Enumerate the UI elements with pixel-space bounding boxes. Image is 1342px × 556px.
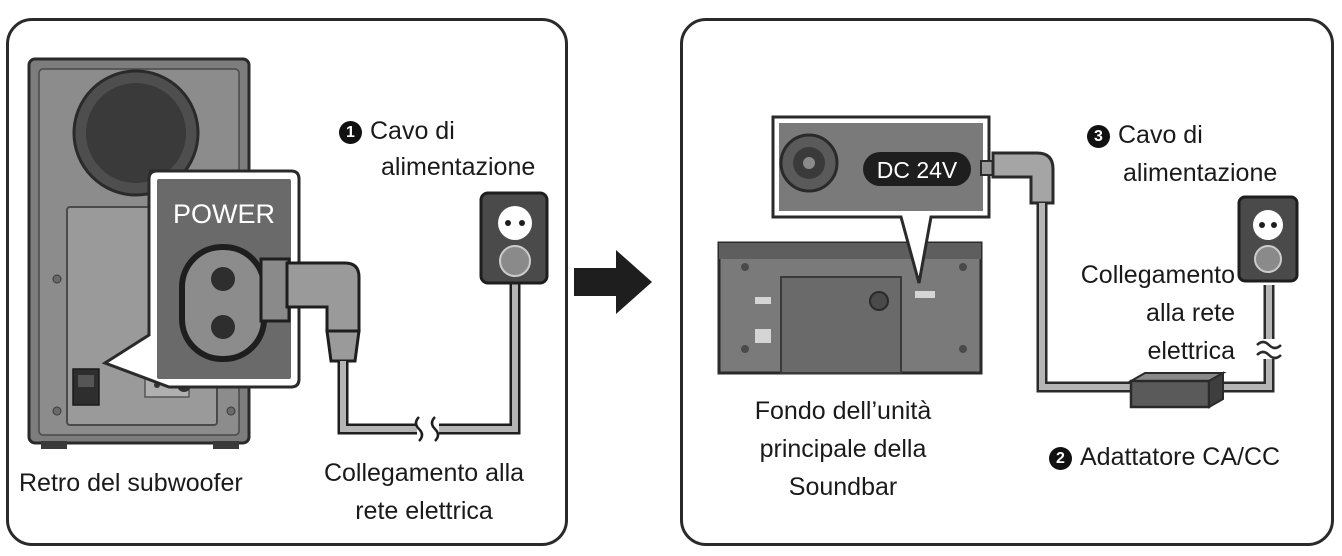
step2-number-badge: 2 xyxy=(1049,447,1072,470)
power-callout: POWER xyxy=(101,169,301,389)
soundbar-label-line2: principale della xyxy=(759,435,927,463)
mains-label-line2: rete elettrica xyxy=(355,497,493,525)
mains-label-line2: alla rete xyxy=(1146,299,1235,327)
mains-label-line3: elettrica xyxy=(1147,337,1235,365)
subwoofer-power-cable xyxy=(259,257,521,442)
step3-label: 3 Cavo di xyxy=(1087,117,1203,154)
step1-line1: Cavo di xyxy=(370,117,455,145)
subwoofer-illustration: POWER xyxy=(27,57,549,449)
soundbar-label-line3: Soundbar xyxy=(788,473,898,501)
dc-callout: DC 24V xyxy=(771,115,991,284)
step1-number-badge: 1 xyxy=(339,121,362,144)
soundbar-illustration: DC 24V xyxy=(717,115,1299,409)
step3-line2: alimentazione xyxy=(1123,159,1278,187)
step3-line1: Cavo di xyxy=(1118,121,1203,149)
step1-label: 1 Cavo di xyxy=(339,113,455,150)
adapter-icon xyxy=(1127,371,1227,409)
mains-label-line1: Collegamento xyxy=(1080,261,1235,289)
wall-outlet-icon xyxy=(479,191,549,285)
soundbar-label-line1: Fondo dell’unità xyxy=(754,397,932,425)
dc-power-cable xyxy=(980,151,1282,393)
step2-text: Adattatore CA/CC xyxy=(1080,443,1281,471)
mains-label-line1: Collegamento alla xyxy=(323,459,525,487)
subwoofer-label: Retro del subwoofer xyxy=(19,469,243,497)
step1-line2: alimentazione xyxy=(381,153,536,181)
right-arrow-icon xyxy=(574,250,652,314)
power-label: POWER xyxy=(173,199,275,229)
dc-24v-label: DC 24V xyxy=(877,157,958,183)
wall-outlet-icon xyxy=(1237,195,1299,283)
soundbar-bottom xyxy=(717,241,983,375)
step3-number-badge: 3 xyxy=(1087,125,1110,148)
subwoofer-connection-panel: POWER 1 Cavo di alimentazione xyxy=(6,18,568,546)
soundbar-connection-panel: DC 24V 3 Cavo di xyxy=(680,18,1334,546)
step2-label: 2 Adattatore CA/CC xyxy=(1049,439,1280,476)
